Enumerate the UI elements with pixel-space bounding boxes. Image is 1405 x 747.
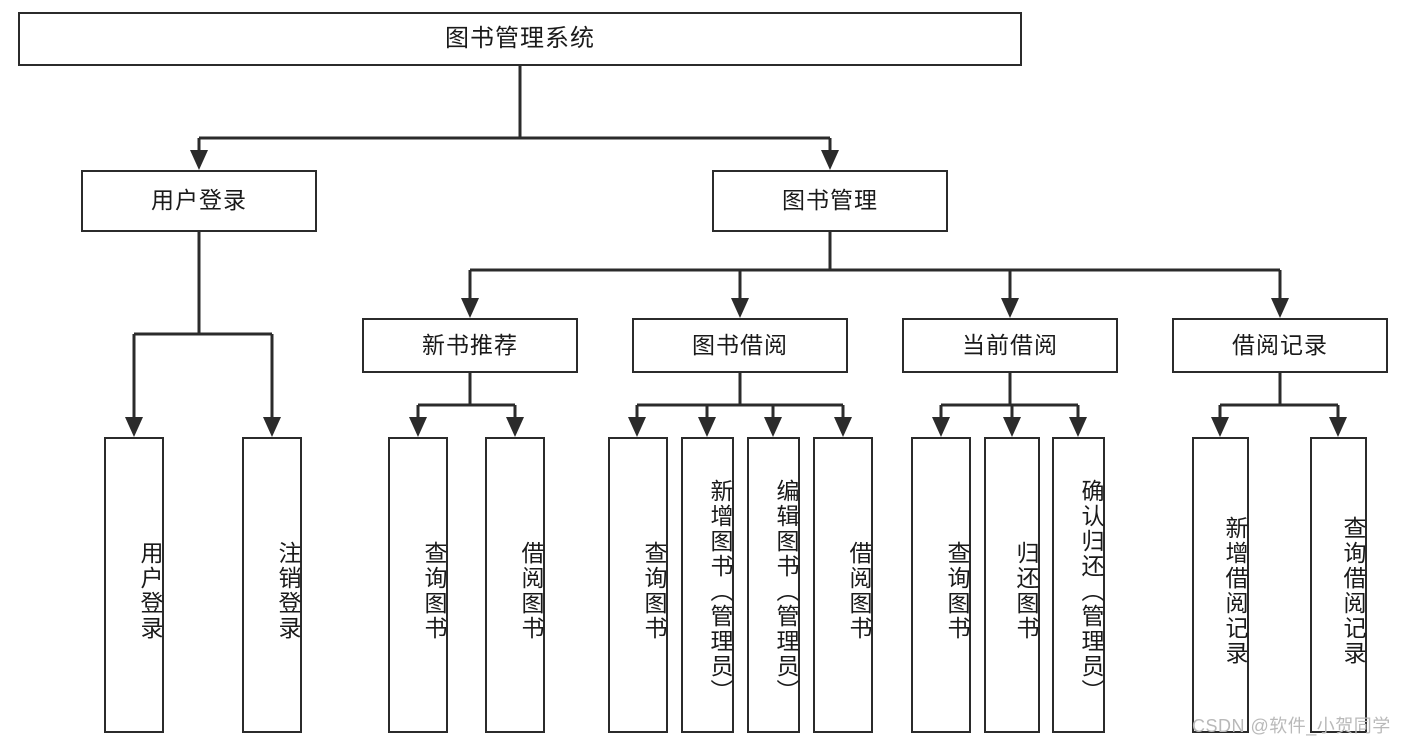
node-leaf_borrow_book_2-label: 借阅图书 bbox=[846, 541, 872, 641]
book-mgmt-arrow-2-head bbox=[1001, 298, 1019, 318]
node-user_login-label: 用户登录 bbox=[151, 187, 247, 214]
node-borrow_record-label: 借阅记录 bbox=[1232, 331, 1328, 358]
node-leaf_logout-label: 注销登录 bbox=[275, 541, 301, 641]
book_borrow_group-arrow-2-head bbox=[764, 417, 782, 437]
node-leaf_confirm_return[interactable]: 确认归还（管理员） bbox=[1052, 437, 1105, 733]
node-book_mgmt-label: 图书管理 bbox=[782, 187, 878, 214]
borrow_record_group-arrow-0-head bbox=[1211, 417, 1229, 437]
node-current_borrow[interactable]: 当前借阅 bbox=[902, 318, 1118, 373]
node-book_mgmt[interactable]: 图书管理 bbox=[712, 170, 948, 232]
book-mgmt-arrow-3-head bbox=[1271, 298, 1289, 318]
node-root-system[interactable]: 图书管理系统 bbox=[18, 12, 1022, 66]
node-leaf_borrow_book_1-label: 借阅图书 bbox=[518, 541, 544, 641]
current_borrow_group-arrow-2-head bbox=[1069, 417, 1087, 437]
node-leaf_logout[interactable]: 注销登录 bbox=[242, 437, 302, 733]
node-leaf_query_record-label: 查询借阅记录 bbox=[1340, 516, 1366, 666]
node-leaf_borrow_book_2[interactable]: 借阅图书 bbox=[813, 437, 873, 733]
book_borrow_group-arrow-0-head bbox=[628, 417, 646, 437]
node-new_book_rec[interactable]: 新书推荐 bbox=[362, 318, 578, 373]
node-borrow_record[interactable]: 借阅记录 bbox=[1172, 318, 1388, 373]
node-leaf_add_record-label: 新增借阅记录 bbox=[1222, 516, 1248, 666]
csdn-watermark: CSDN @软件_小贺同学 bbox=[1192, 716, 1391, 736]
node-leaf_query_book_1-label: 查询图书 bbox=[421, 541, 447, 641]
root-arrow-0-head bbox=[190, 150, 208, 170]
node-leaf_user_login[interactable]: 用户登录 bbox=[104, 437, 164, 733]
node-leaf_query_book_1[interactable]: 查询图书 bbox=[388, 437, 448, 733]
node-leaf_return_book[interactable]: 归还图书 bbox=[984, 437, 1040, 733]
node-leaf_user_login-label: 用户登录 bbox=[137, 541, 163, 641]
book-mgmt-arrow-1-head bbox=[731, 298, 749, 318]
new_book_group-arrow-1-head bbox=[506, 417, 524, 437]
node-current_borrow-label: 当前借阅 bbox=[962, 331, 1058, 358]
node-leaf_return_book-label: 归还图书 bbox=[1013, 541, 1039, 641]
book_borrow_group-arrow-1-head bbox=[698, 417, 716, 437]
user_login_group-arrow-0-head bbox=[125, 417, 143, 437]
node-root-system-label: 图书管理系统 bbox=[445, 24, 595, 52]
book_borrow_group-arrow-3-head bbox=[834, 417, 852, 437]
node-book_borrow[interactable]: 图书借阅 bbox=[632, 318, 848, 373]
node-leaf_edit_book-label: 编辑图书（管理员） bbox=[773, 478, 799, 704]
book-mgmt-arrow-0-head bbox=[461, 298, 479, 318]
user_login_group-arrow-1-head bbox=[263, 417, 281, 437]
node-leaf_query_book_3[interactable]: 查询图书 bbox=[911, 437, 971, 733]
new_book_group-arrow-0-head bbox=[409, 417, 427, 437]
node-leaf_borrow_book_1[interactable]: 借阅图书 bbox=[485, 437, 545, 733]
current_borrow_group-arrow-1-head bbox=[1003, 417, 1021, 437]
node-user_login[interactable]: 用户登录 bbox=[81, 170, 317, 232]
node-leaf_add_record[interactable]: 新增借阅记录 bbox=[1192, 437, 1249, 733]
node-leaf_edit_book[interactable]: 编辑图书（管理员） bbox=[747, 437, 800, 733]
node-leaf_query_book_2-label: 查询图书 bbox=[641, 541, 667, 641]
node-new_book_rec-label: 新书推荐 bbox=[422, 331, 518, 358]
node-leaf_query_book_2[interactable]: 查询图书 bbox=[608, 437, 668, 733]
node-leaf_query_book_3-label: 查询图书 bbox=[944, 541, 970, 641]
current_borrow_group-arrow-0-head bbox=[932, 417, 950, 437]
node-leaf_query_record[interactable]: 查询借阅记录 bbox=[1310, 437, 1367, 733]
node-leaf_confirm_return-label: 确认归还（管理员） bbox=[1078, 478, 1104, 704]
node-leaf_add_book-label: 新增图书（管理员） bbox=[707, 478, 733, 704]
borrow_record_group-arrow-1-head bbox=[1329, 417, 1347, 437]
root-arrow-1-head bbox=[821, 150, 839, 170]
node-leaf_add_book[interactable]: 新增图书（管理员） bbox=[681, 437, 734, 733]
node-book_borrow-label: 图书借阅 bbox=[692, 331, 788, 358]
